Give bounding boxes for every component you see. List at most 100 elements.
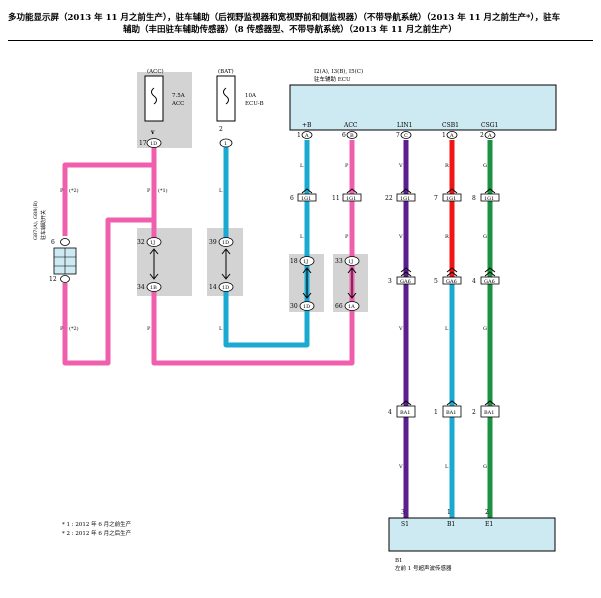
row2-conn-2: GA6	[446, 279, 457, 285]
j2-top-pin: 39	[209, 239, 217, 246]
sensor-code: B1	[395, 558, 403, 564]
junction-1-connectors: 1J 32 1B 34	[137, 237, 162, 292]
wire-label-v-1: V	[398, 163, 403, 169]
wire-bat-to-ecu-loop	[223, 291, 310, 348]
wire-label-l-3: L	[300, 163, 304, 169]
footnote-1: * 1 : 2012 年 6 月之前生产	[62, 522, 132, 528]
wire-label-p-3: P	[60, 326, 64, 332]
j2-top-conn: 1D	[222, 240, 229, 246]
row3-pin-3: 2	[472, 409, 476, 416]
wire-label-l-5: L	[445, 326, 449, 332]
footnote-2: * 2 : 2012 年 6 月之后生产	[62, 531, 132, 537]
arrow-acc: v	[150, 129, 155, 136]
ecu-pin-1: 1	[297, 132, 301, 139]
row1-conn-1: 1G1	[301, 196, 311, 202]
wire-label-l-4: L	[300, 234, 304, 240]
row3-pin-1: 4	[388, 409, 392, 416]
row1-conn-2: 1G1	[346, 196, 356, 202]
row3-pin-2: 1	[434, 409, 438, 416]
sensor-pin-e1: 2	[485, 509, 489, 516]
ecu-name: 驻车辅助 ECU	[314, 75, 351, 83]
j4-top-pin: 33	[335, 258, 343, 265]
relay-name: 驻车辅助开关	[40, 210, 47, 240]
wire-acc-to-switch	[62, 146, 157, 236]
fuse-acc-rating: 7.5A	[172, 93, 186, 99]
ecu-pin-conn-3: C	[404, 133, 408, 139]
wire-label-note-2b: (*2)	[69, 325, 79, 332]
relay-pin-bottom: 12	[49, 276, 57, 283]
ecu-terminals: +B ACC LIN1 CSB1 CSG1	[302, 122, 498, 129]
fuse-bat-connector: 1	[224, 141, 227, 147]
junction-3-connectors: 1J 18 1D 30	[290, 256, 315, 311]
wire-label-v-3: V	[398, 326, 403, 332]
sensor-terminal-b1: B1	[447, 521, 455, 528]
fuse-bat-symbol	[223, 87, 229, 105]
title-line-1: 多功能显示屏（2013 年 11 月之前生产），驻车辅助（后视野监视器和宽视野前…	[8, 13, 561, 23]
wire-label-note-2a: (*2)	[69, 187, 79, 194]
row1-conn-3: 1G1	[400, 196, 410, 202]
wire-label-v-2: V	[398, 234, 403, 240]
ecu-pin-conn-5: A	[487, 133, 492, 139]
j3-bottom-conn: 1D	[303, 304, 310, 310]
row1-pin-2: 11	[332, 195, 340, 202]
fuse-bat-terminal	[219, 138, 233, 148]
junction-2-connectors: 1D 39 1D 14	[209, 237, 234, 292]
row2-conn-1: GA6	[400, 279, 411, 285]
row1-conn-4: 1G1	[446, 196, 456, 202]
ecu-terminal-csb1: CSB1	[442, 122, 459, 129]
row2-pin-3: 4	[472, 278, 476, 285]
wire-label-v-4: V	[398, 464, 403, 470]
j3-top-pin: 18	[290, 258, 298, 265]
relay-bottom-terminal	[60, 275, 70, 283]
fuse-acc-connector: 1D	[150, 141, 157, 147]
wire-label-p-5: P	[345, 163, 349, 169]
relay-top-terminal	[60, 238, 70, 246]
ecu-pin-2: 6	[342, 132, 346, 139]
ecu-terminal-b: +B	[302, 122, 312, 129]
footnotes: * 1 : 2012 年 6 月之前生产 * 2 : 2012 年 6 月之后生…	[62, 521, 131, 539]
ecu-pin-conn-2: B	[350, 133, 354, 139]
ecu-pin-5: 2	[480, 132, 484, 139]
ecu-pin-3: 7	[396, 132, 400, 139]
row1-pin-1: 6	[290, 195, 294, 202]
title-divider	[8, 40, 593, 41]
junction-4-connectors: 1J 33 1A 66	[335, 256, 360, 311]
ecu-terminal-csg1: CSG1	[481, 122, 498, 129]
wire-label-g-4: G	[483, 464, 487, 470]
ecu-pin-conn-1: A	[304, 133, 309, 139]
ecu-connectors: I2(A), I3(B), I5(C)	[314, 68, 363, 75]
wire-code-labels: P (*2) P (*1) L P (*2) P L L P V R G L P…	[60, 163, 487, 470]
fuse-acc-terminal	[146, 138, 162, 148]
wire-label-g-2: G	[483, 234, 487, 240]
ecu-terminal-acc: ACC	[343, 122, 358, 129]
wire-switch-return	[62, 217, 154, 366]
j4-bottom-pin: 66	[335, 303, 343, 310]
relay-code: G87(A), G88(B)	[32, 201, 39, 240]
wire-label-g-1: G	[483, 163, 487, 169]
ultrasonic-sensor-box	[388, 517, 556, 552]
wire-label-r-1: R	[445, 163, 449, 169]
j2-bottom-conn: 1D	[222, 285, 229, 291]
j4-top-conn: 1J	[348, 259, 353, 265]
fuse-bat-rating: 10A	[245, 93, 257, 99]
ecu-pins: 1 A 6 B 7 C 1 A 2 A	[297, 131, 496, 139]
j4-bottom-conn: 1A	[348, 304, 355, 310]
j1-bottom-conn: 1B	[150, 285, 157, 291]
wire-label-r-2: R	[445, 234, 449, 240]
fuse-acc-name: ACC	[171, 101, 184, 107]
fuse-acc-pin: 17	[139, 140, 147, 147]
row1-pin-4: 7	[434, 195, 438, 202]
fuse-bat-name: ECU-B	[245, 101, 264, 107]
row3-conn-1: BA1	[400, 410, 410, 416]
wire-label-l-6: L	[445, 464, 449, 470]
j3-bottom-pin: 30	[290, 303, 298, 310]
j3-top-conn: 1J	[303, 259, 308, 265]
wire-label-l-1: L	[219, 188, 223, 194]
sensor-terminal-s1: S1	[401, 521, 409, 528]
relay-pin-top: 6	[51, 239, 55, 246]
parking-assist-ecu	[289, 84, 557, 131]
inline-connectors-row-2: GA6 3 GA6 5 GA6 4	[388, 267, 500, 285]
fuse-bat	[216, 75, 236, 122]
fuse-acc-symbol	[151, 87, 157, 105]
